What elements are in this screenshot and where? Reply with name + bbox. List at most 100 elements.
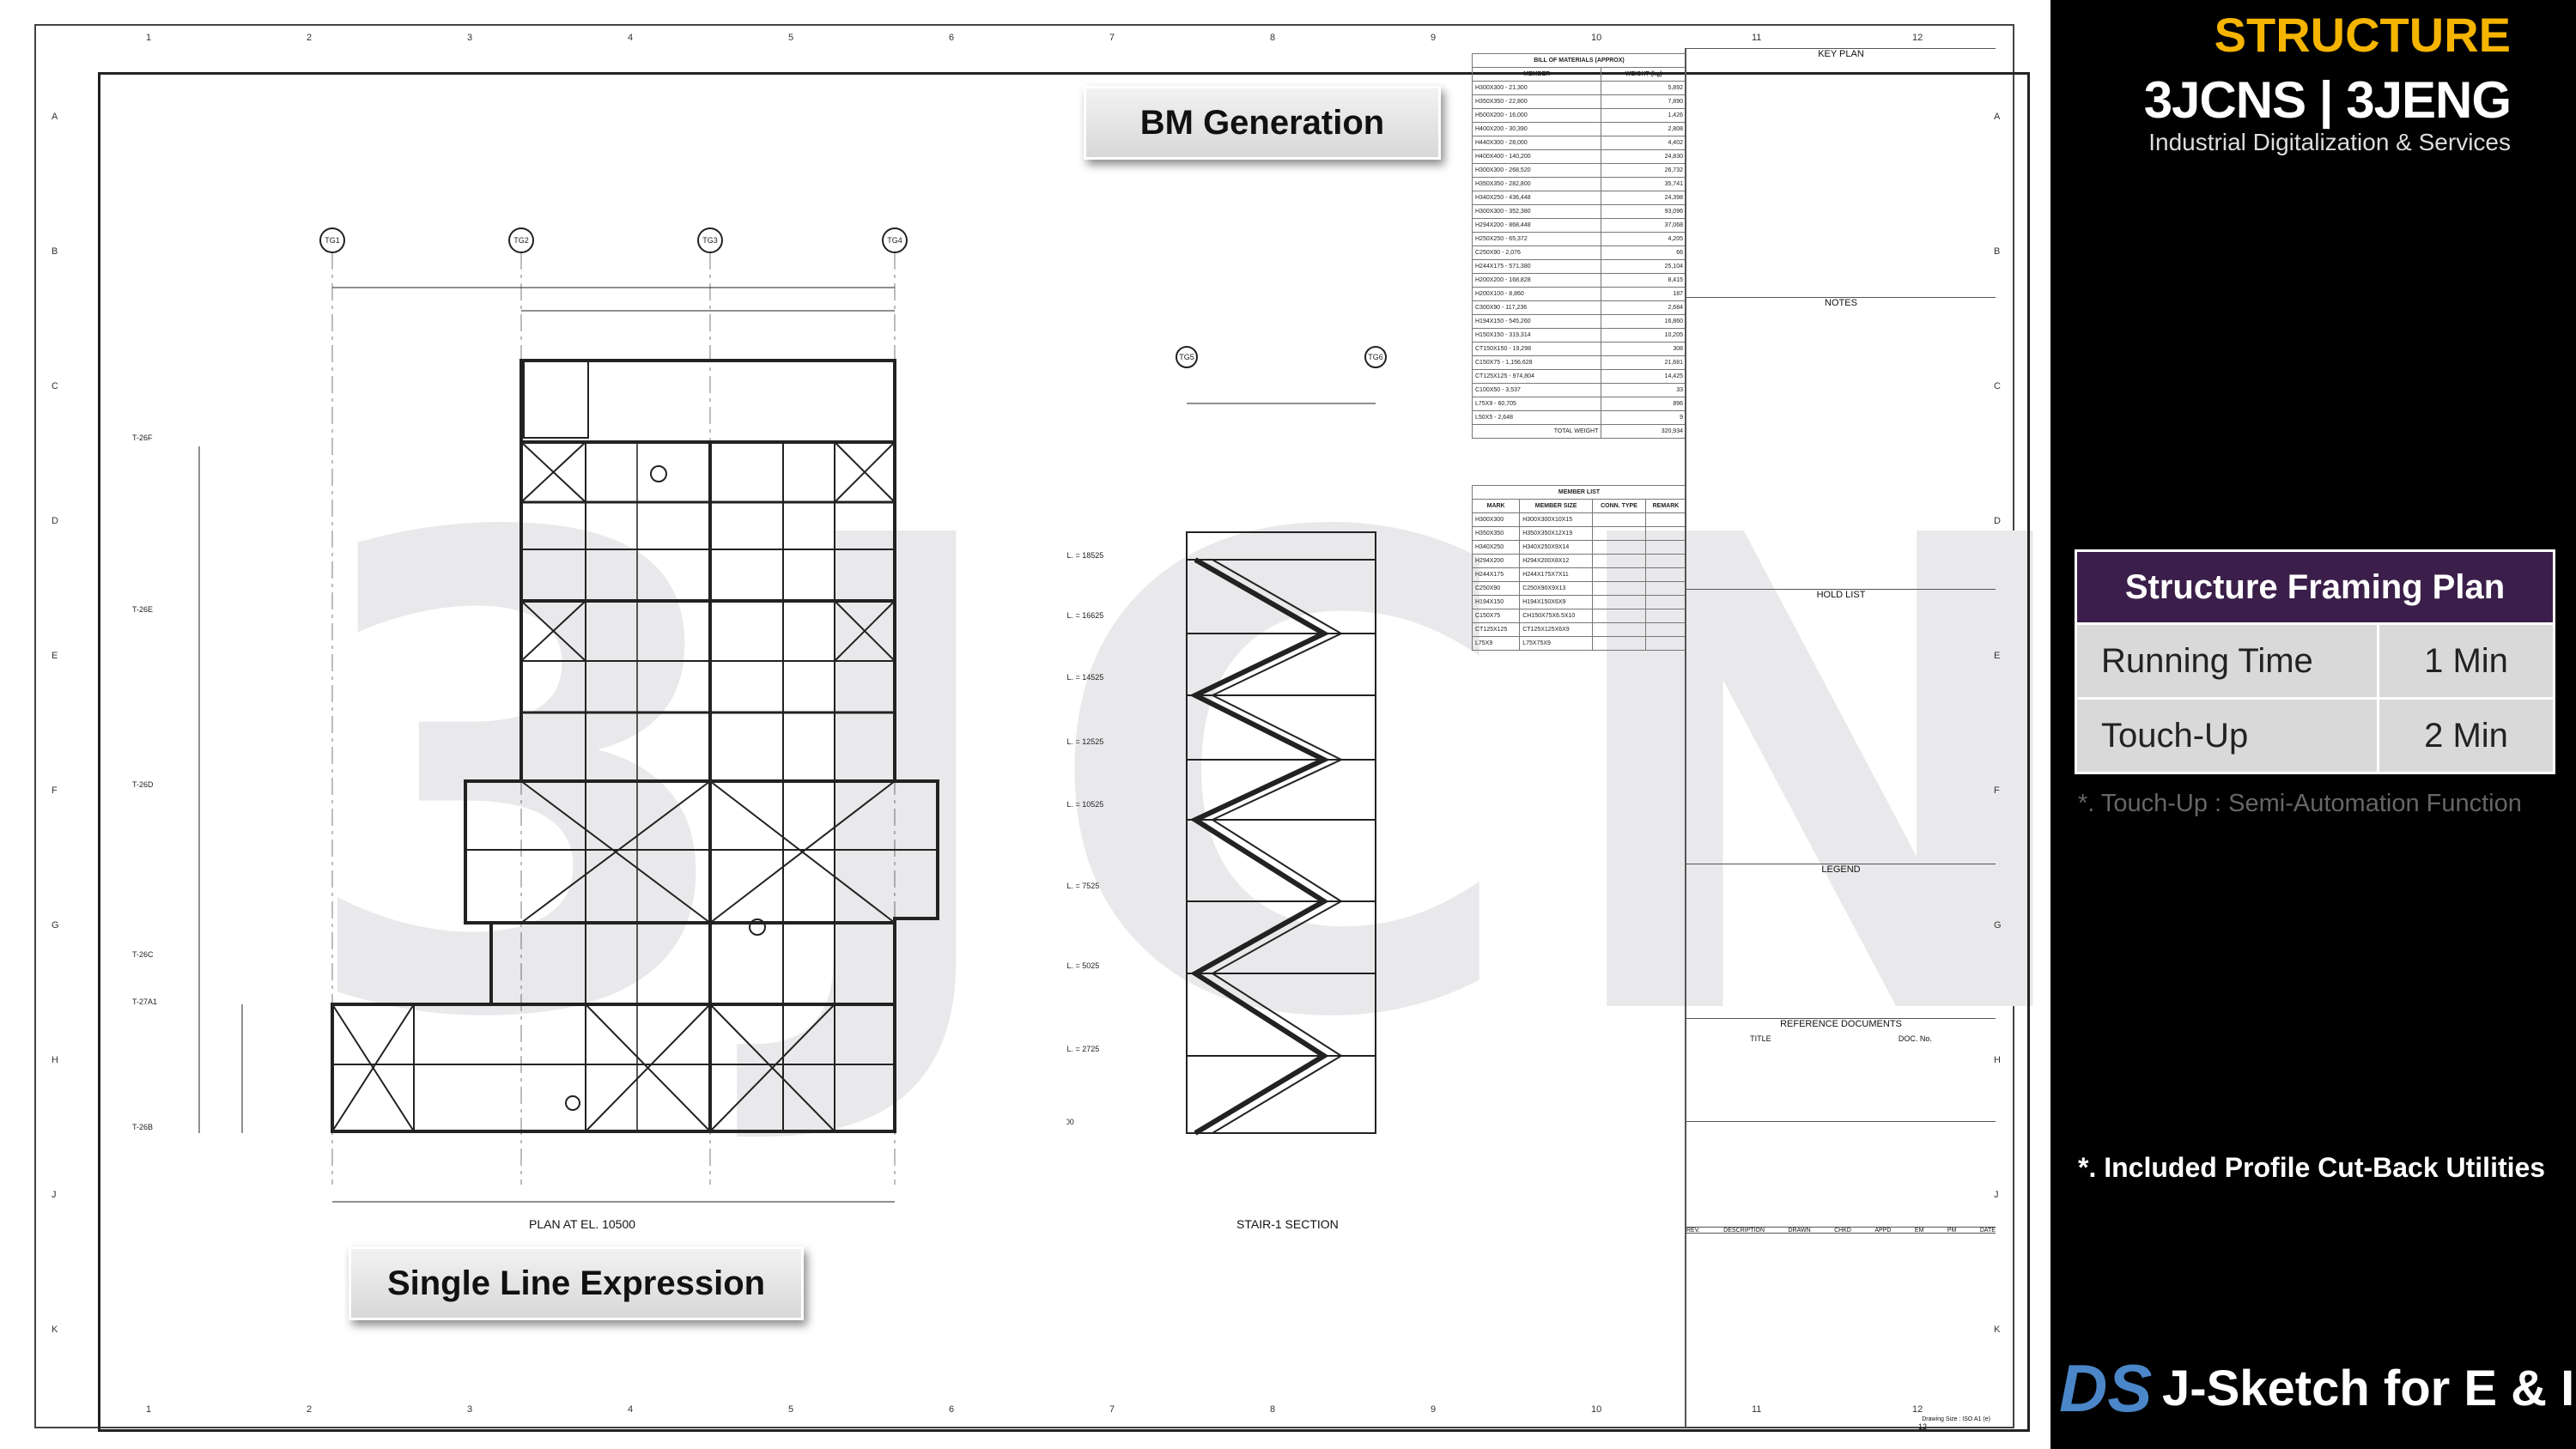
bom-cell: 308 bbox=[1601, 342, 1686, 356]
bom-cell: 14,425 bbox=[1601, 369, 1686, 384]
row-tag-label: T-26B bbox=[132, 1123, 153, 1131]
member-list-cell bbox=[1644, 636, 1687, 651]
revision-header: CHKD bbox=[1834, 1228, 1851, 1234]
grid-letter: G bbox=[1994, 920, 2002, 931]
section-label: STAIR-1 SECTION bbox=[1236, 1217, 1339, 1231]
bom-cell: 93,096 bbox=[1601, 204, 1686, 219]
bom-cell: 33 bbox=[1601, 383, 1686, 397]
bom-cell: H400X200 - 30,390 bbox=[1471, 122, 1602, 136]
member-list-cell bbox=[1592, 554, 1646, 568]
revision-header: APPD bbox=[1874, 1228, 1892, 1234]
grid-number: 3 bbox=[467, 33, 473, 43]
grid-number: 2 bbox=[307, 1404, 313, 1415]
reference-documents-section: REFERENCE DOCUMENTS TITLE DOC. No. bbox=[1686, 1018, 1996, 1122]
elevation-label: T.O.F EL. = 18525 bbox=[1066, 551, 1103, 560]
bom-cell: L75X9 - 60,705 bbox=[1471, 397, 1602, 411]
bom-cell: 2,808 bbox=[1601, 122, 1686, 136]
legend-section: LEGEND bbox=[1686, 864, 1996, 1019]
member-list-cell: CT125X125 bbox=[1471, 622, 1521, 637]
bom-cell: H500X200 - 16,000 bbox=[1471, 108, 1602, 123]
member-list-cell: CT125X125X6X9 bbox=[1519, 622, 1593, 637]
bom-cell: H200X200 - 168,828 bbox=[1471, 273, 1602, 288]
sheet-number: 12 bbox=[1917, 1422, 1927, 1431]
bom-cell: 21,681 bbox=[1601, 355, 1686, 370]
member-list-header: MEMBER SIZE bbox=[1519, 499, 1593, 513]
drawing-sheet: 3JCNS TM 112233445566778899101011111212 … bbox=[34, 24, 2576, 1432]
bom-cell: C250X90 - 2,076 bbox=[1471, 246, 1602, 260]
grid-number: 6 bbox=[949, 33, 955, 43]
grid-letter: C bbox=[52, 381, 58, 391]
grid-number: 6 bbox=[949, 1404, 955, 1415]
member-list-cell: H244X175X7X11 bbox=[1519, 567, 1593, 582]
grid-letter: B bbox=[1994, 246, 2001, 257]
touch-up-label: Touch-Up bbox=[2075, 697, 2379, 774]
member-list-cell: H294X200X8X12 bbox=[1519, 554, 1593, 568]
bom-cell: H300X300 - 268,520 bbox=[1471, 163, 1602, 178]
bm-generation-caption: BM Generation bbox=[1084, 86, 1441, 160]
member-list-cell bbox=[1644, 609, 1687, 623]
bom-cell: L50X5 - 2,648 bbox=[1471, 410, 1602, 425]
grid-letter: A bbox=[1994, 112, 2001, 122]
member-list-cell: H194X150X6X9 bbox=[1519, 595, 1593, 609]
column-tag-label: TG1 bbox=[325, 236, 340, 245]
grid-letter: H bbox=[1994, 1055, 2001, 1065]
key-plan-section: KEY PLAN bbox=[1686, 48, 1996, 298]
member-list-cell: H300X300X10X15 bbox=[1519, 512, 1593, 527]
touch-up-value: 2 Min bbox=[2377, 697, 2555, 774]
grid-number: 12 bbox=[1912, 33, 1923, 43]
stair-tag-label: TG6 bbox=[1368, 353, 1383, 361]
bom-cell: 66 bbox=[1601, 246, 1686, 260]
grid-letter: H bbox=[52, 1055, 58, 1065]
bom-cell: 25,104 bbox=[1601, 259, 1686, 274]
revision-header: EM bbox=[1914, 1228, 1924, 1234]
member-list-cell bbox=[1592, 609, 1646, 623]
member-list-cell: H340X250 bbox=[1471, 540, 1521, 555]
member-list-cell: L75X9 bbox=[1471, 636, 1521, 651]
member-list-cell: C250X90X9X13 bbox=[1519, 581, 1593, 596]
row-tag-label: T-26D bbox=[132, 780, 154, 789]
single-line-expression-caption: Single Line Expression bbox=[349, 1246, 804, 1320]
bom-cell: C100X50 - 3,537 bbox=[1471, 383, 1602, 397]
grid-letter: A bbox=[52, 112, 58, 122]
stair-section-drawing: TG5 TG6 T.O.F EL. = 18525 T.O.F EL. = 16… bbox=[1066, 346, 1387, 1136]
bom-cell: H350X350 - 22,800 bbox=[1471, 94, 1602, 109]
running-time-value: 1 Min bbox=[2377, 622, 2555, 700]
member-list-cell: C250X90 bbox=[1471, 581, 1521, 596]
member-list-header: MARK bbox=[1471, 499, 1521, 513]
member-list-cell bbox=[1592, 595, 1646, 609]
grid-number: 11 bbox=[1752, 1404, 1762, 1415]
revision-header: DRAWN bbox=[1788, 1228, 1811, 1234]
grid-number: 8 bbox=[1270, 1404, 1276, 1415]
member-list-cell bbox=[1644, 554, 1687, 568]
bom-cell: C300X90 - 117,236 bbox=[1471, 300, 1602, 315]
grid-number: 8 bbox=[1270, 33, 1276, 43]
member-list-title: MEMBER LIST bbox=[1472, 485, 1686, 500]
elevation-label: T.O.F EL. = 10525 bbox=[1066, 800, 1103, 809]
grid-number: 3 bbox=[467, 1404, 473, 1415]
member-list-cell: H244X175 bbox=[1471, 567, 1521, 582]
member-list-cell: C150X75 bbox=[1471, 609, 1521, 623]
member-list-cell: H350X350 bbox=[1471, 526, 1521, 541]
bom-cell: 16,860 bbox=[1601, 314, 1686, 329]
performance-table-header: Structure Framing Plan bbox=[2075, 549, 2555, 625]
bom-cell: 2,684 bbox=[1601, 300, 1686, 315]
bom-cell: 24,830 bbox=[1601, 149, 1686, 164]
bom-cell: H350X350 - 282,800 bbox=[1471, 177, 1602, 191]
member-list-header: CONN. TYPE bbox=[1592, 499, 1646, 513]
bom-cell: H300X300 - 352,380 bbox=[1471, 204, 1602, 219]
